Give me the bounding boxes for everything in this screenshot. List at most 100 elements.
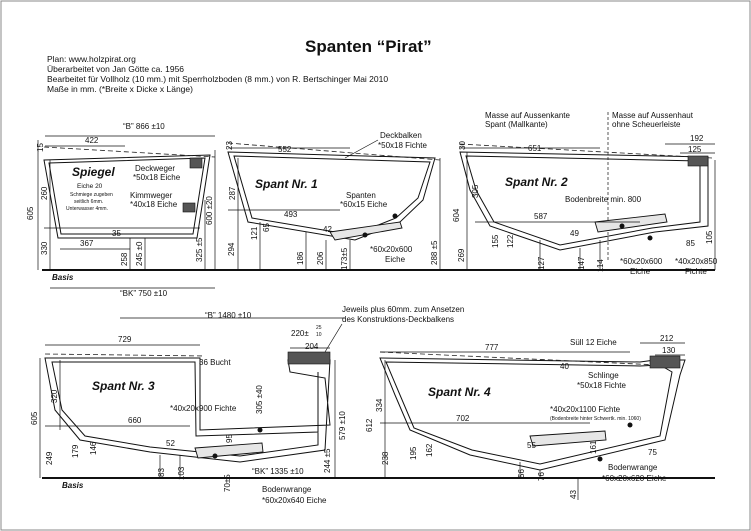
spiegel-325-dim: 325 ±5 bbox=[195, 237, 204, 262]
spant-4-suell-block bbox=[649, 355, 681, 369]
spant-4-schlinge: Schlinge bbox=[588, 371, 619, 380]
spant-4-702-dim: 702 bbox=[456, 414, 470, 423]
spant-2-deck-line bbox=[459, 143, 713, 159]
spant-4-55-dim: 55 bbox=[527, 441, 536, 450]
spiegel-outline bbox=[43, 154, 211, 239]
spant-2-49-dim: 49 bbox=[570, 229, 579, 238]
spant-2-125-dim: 125 bbox=[688, 145, 702, 154]
spant-4-777-dim: 777 bbox=[485, 343, 499, 352]
spant-2-boden-material: Eiche bbox=[630, 267, 651, 276]
spant-3-deck-line bbox=[44, 353, 206, 357]
spant-1-spanten-dim: *60x15 Eiche bbox=[340, 200, 388, 209]
spiegel-deckweger-dim: *50x18 Eiche bbox=[133, 173, 181, 182]
spant-2-spant-dim: *40x20x850 bbox=[675, 257, 718, 266]
spant-2-651-dim: 651 bbox=[528, 144, 542, 153]
spant-4-fichte-note: (Bodenbreite hinter Schwertk. min. 1060) bbox=[550, 416, 641, 422]
spant-1-121-dim: 121 bbox=[250, 226, 259, 240]
spant-3-305-dim: 305 ±40 bbox=[255, 385, 264, 414]
spant-2-floor bbox=[594, 213, 668, 233]
spant-3-bolt bbox=[212, 453, 218, 459]
spant-1-552-dim: 552 bbox=[278, 145, 292, 154]
spiegel-605-dim: 605 bbox=[26, 206, 35, 220]
spant-4-deck-line bbox=[379, 351, 681, 367]
spant-4-612-dim: 612 bbox=[365, 418, 374, 432]
spiegel-note-2: seitlich 6mm. bbox=[74, 199, 103, 205]
spiegel-422-dim: 422 bbox=[85, 136, 99, 145]
spant-1-bolt bbox=[362, 232, 368, 238]
spiegel-367-dim: 367 bbox=[80, 239, 94, 248]
header-plan-line: Plan: www.holzpirat.org bbox=[47, 54, 136, 64]
spant-1-288-dim: 288 ±5 bbox=[430, 240, 439, 265]
spant-2-outline bbox=[459, 151, 709, 251]
spant-1-493-dim: 493 bbox=[284, 210, 298, 219]
spant-2-122-dim: 122 bbox=[506, 234, 515, 248]
spiegel-b-dim: “B” 866 ±10 bbox=[123, 122, 165, 131]
spiegel-deckweger-label: Deckweger bbox=[135, 164, 175, 173]
spant-3-70-dim: 70±5 bbox=[223, 474, 232, 492]
spiegel-kimmweger-block bbox=[182, 202, 196, 213]
spant-3-244-dim: 244 ±5 bbox=[323, 448, 332, 473]
spant-2-155-dim: 155 bbox=[491, 234, 500, 248]
spant-3-bolt bbox=[257, 427, 263, 433]
spant-3-579-dim: 579 ±10 bbox=[338, 411, 347, 440]
spant-3-deckbalken-block bbox=[287, 351, 331, 365]
header-units-line: Maße in mm. (*Breite x Dicke x Länge) bbox=[47, 84, 193, 94]
spant-2-147-dim: 147 bbox=[577, 256, 586, 270]
spant-1-drawing: Spant Nr. 1 552 493 42 23 287 294 121 65… bbox=[225, 131, 441, 270]
spant-2-bolt bbox=[619, 223, 625, 229]
spant-1-42-dim: 42 bbox=[323, 225, 332, 234]
spiegel-260-dim: 260 bbox=[40, 186, 49, 200]
spant-4-suell: Süll 12 Eiche bbox=[570, 338, 617, 347]
spant-2-85-dim: 85 bbox=[686, 239, 695, 248]
spant-3-179-dim: 179 bbox=[71, 444, 80, 458]
spant-1-186-dim: 186 bbox=[296, 251, 305, 265]
spant-4-schlinge-dim: *50x18 Fichte bbox=[577, 381, 626, 390]
spant-4-238-dim: 238 bbox=[381, 451, 390, 465]
spant-4-fichte-dim: *40x20x1100 Fichte bbox=[550, 405, 621, 414]
spant-1-287-dim: 287 bbox=[228, 186, 237, 200]
spant-3-25-dim: 25 bbox=[316, 325, 322, 331]
bottom-basis-label: Basis bbox=[62, 481, 84, 490]
spant-3-inner-outline bbox=[51, 361, 319, 457]
spant-1-boden-material: Eiche bbox=[385, 255, 406, 264]
spant-2-587-dim: 587 bbox=[534, 212, 548, 221]
spiegel-drawing: “B” 866 ±10 422 15 Spiegel Eiche 20 Schm… bbox=[26, 122, 216, 298]
spant-2-114-dim: 114 bbox=[596, 259, 605, 272]
spant-3-320-dim: 320 bbox=[50, 389, 59, 403]
spiegel-kimmweger-dim: *40x18 Eiche bbox=[130, 200, 178, 209]
note-aussenkante-1: Masse auf Aussenkante bbox=[485, 111, 570, 120]
spant-4-bolt bbox=[597, 456, 603, 462]
spiegel-258-dim: 258 bbox=[120, 252, 129, 266]
spiegel-15-dim: 15 bbox=[36, 143, 45, 152]
spant-3-83-dim: 83 bbox=[157, 468, 166, 477]
spant-1-name: Spant Nr. 1 bbox=[255, 177, 318, 191]
spant-3-729-dim: 729 bbox=[118, 335, 132, 344]
spant-1-floor bbox=[329, 221, 403, 241]
spant-2-boden-dim: *60x20x600 bbox=[620, 257, 663, 266]
spant-3-146-dim: 146 bbox=[89, 441, 98, 455]
spiegel-35-dim: 35 bbox=[112, 229, 121, 238]
spant-4-bodenwrange: Bodenwrange bbox=[608, 463, 658, 472]
spiegel-245-dim: 245 ±0 bbox=[135, 241, 144, 266]
spant-3-drawing: “B” 1480 ±10 729 220± 25 10 204 36 Bucht… bbox=[30, 305, 464, 505]
spiegel-kimmweger-label: Kimmweger bbox=[130, 191, 173, 200]
spant-2-105-dim: 105 bbox=[705, 230, 714, 244]
spiegel-deck-line bbox=[43, 146, 216, 158]
spiegel-name: Spiegel bbox=[72, 165, 115, 179]
spant-2-bodenbreite: Bodenbreite min. 800 bbox=[565, 195, 642, 204]
spant-4-40-dim: 40 bbox=[560, 362, 569, 371]
spant-3-103-dim: 103 bbox=[177, 466, 186, 480]
spant-2-192-dim: 192 bbox=[690, 134, 704, 143]
spant-4-75-dim: 75 bbox=[648, 448, 657, 457]
spant-3-10-dim: 10 bbox=[316, 332, 322, 338]
spant-2-305-dim: 305 bbox=[471, 184, 480, 198]
spant-1-spanten-label: Spanten bbox=[346, 191, 376, 200]
spant-1-deckbalken-leader bbox=[344, 139, 379, 159]
spant-3-b-dim: “B” 1480 ±10 bbox=[205, 311, 252, 320]
note-ansetzen-leader bbox=[324, 323, 343, 353]
spant-2-name: Spant Nr. 2 bbox=[505, 175, 568, 189]
spant-4-162-dim: 162 bbox=[425, 443, 434, 457]
spant-2-269-dim: 269 bbox=[457, 248, 466, 262]
spant-3-bodenwrange: Bodenwrange bbox=[262, 485, 312, 494]
spant-4-bolt bbox=[627, 422, 633, 428]
